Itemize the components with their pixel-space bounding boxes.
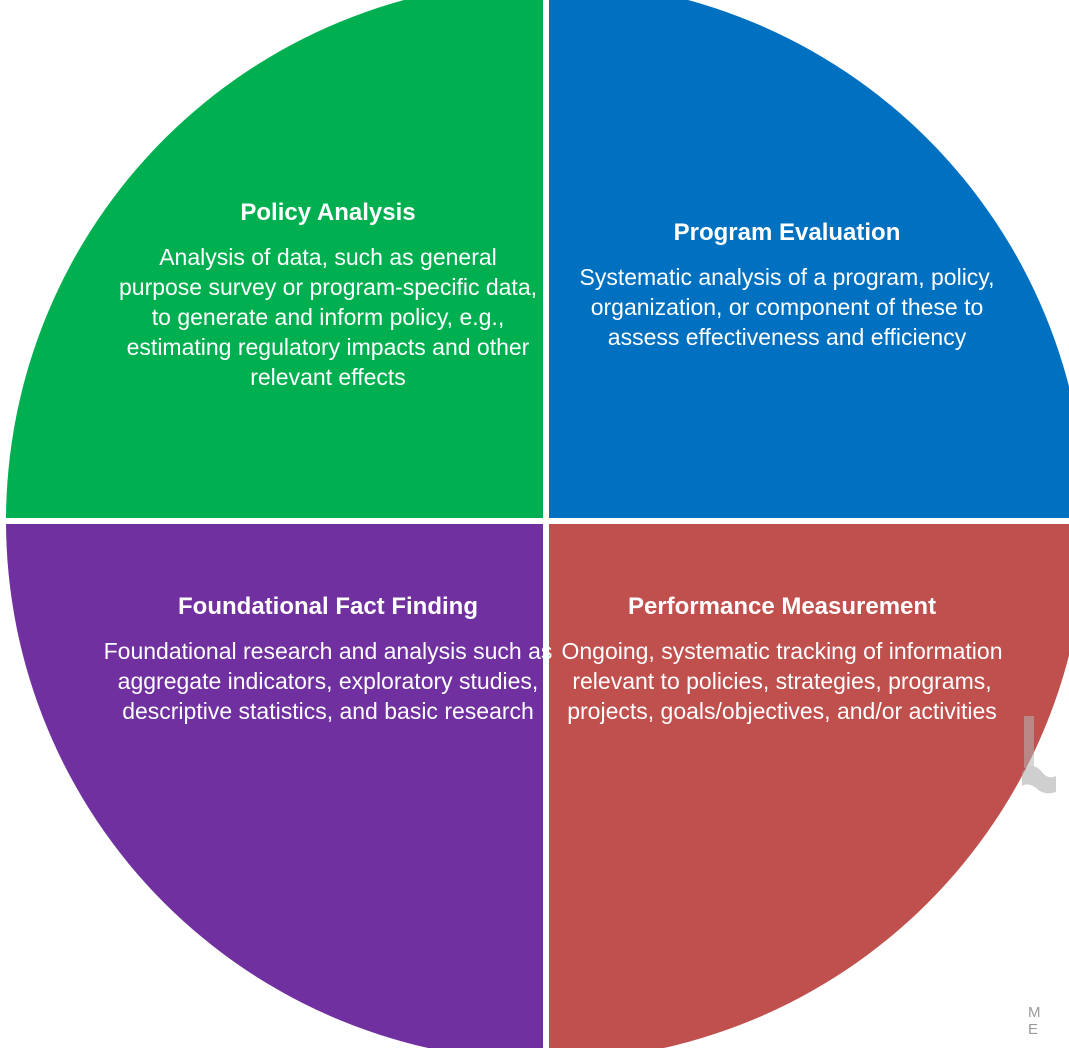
foundational-fact-finding-text: Foundational Fact Finding Foundational r… (98, 592, 558, 726)
watermark-text: M E (1028, 1004, 1057, 1038)
foundational-fact-finding-description: Foundational research and analysis such … (103, 638, 553, 724)
program-evaluation-title: Program Evaluation (673, 219, 901, 246)
program-evaluation-text: Program Evaluation Systematic analysis o… (572, 218, 1002, 352)
program-evaluation-description: Systematic analysis of a program, policy… (579, 264, 995, 350)
policy-analysis-title: Policy Analysis (240, 199, 416, 226)
performance-measurement-text: Performance Measurement Ongoing, systema… (552, 592, 1012, 726)
policy-analysis-description: Analysis of data, such as general purpos… (118, 244, 538, 390)
policy-analysis-text: Policy Analysis Analysis of data, such a… (118, 198, 538, 392)
foundational-fact-finding-title: Foundational Fact Finding (178, 593, 478, 620)
performance-measurement-description: Ongoing, systematic tracking of informat… (561, 638, 1003, 724)
watermark-logo (1022, 716, 1056, 794)
performance-measurement-title: Performance Measurement (627, 593, 937, 620)
